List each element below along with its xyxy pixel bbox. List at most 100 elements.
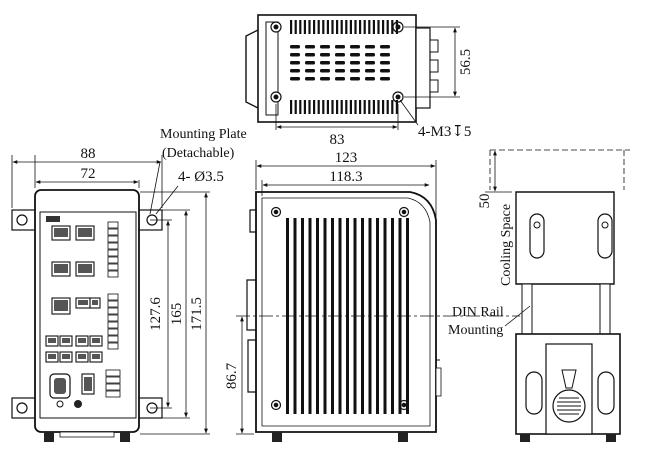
vent-slot	[303, 20, 306, 34]
vent-slot	[380, 69, 390, 73]
vent-slot	[290, 53, 300, 57]
rear-slot	[529, 213, 545, 259]
label-detachable: (Detachable)	[162, 146, 235, 161]
vent-slot	[299, 20, 302, 34]
vent-slot	[303, 100, 306, 114]
vent-slot	[336, 20, 339, 34]
vent-slot	[345, 100, 348, 114]
top-view-vents	[290, 20, 398, 114]
usb-port-inner	[62, 354, 70, 359]
rear-hole	[601, 221, 609, 229]
vent-slot	[382, 20, 385, 34]
terminal-pin	[107, 242, 119, 250]
dim-clearance: 50	[477, 194, 493, 209]
vent-slot	[359, 100, 362, 114]
usb-port-inner	[48, 338, 56, 343]
side-connector	[435, 367, 442, 397]
terminal-pin	[107, 335, 119, 343]
terminal-pin	[107, 342, 119, 350]
usb-port-inner	[48, 354, 56, 359]
vent-slot	[294, 100, 297, 114]
vent-slot	[372, 20, 375, 34]
vent-slot	[308, 100, 311, 114]
usb-port-inner	[92, 300, 98, 305]
rear-feet	[520, 434, 616, 442]
vent-slot	[290, 69, 300, 73]
connector-pin	[429, 39, 439, 53]
vent-slot	[349, 100, 352, 114]
dim-side-outer: 123	[335, 150, 358, 166]
terminal-pin	[107, 256, 119, 264]
vent-slot	[331, 100, 334, 114]
cooling-fin	[301, 218, 304, 414]
vent-slot	[340, 20, 343, 34]
vent-slot	[305, 45, 315, 49]
side-din-clip	[246, 209, 256, 393]
vent-slot	[365, 69, 375, 73]
vent-slot	[322, 20, 325, 34]
vent-slot	[317, 100, 320, 114]
vent-slot	[365, 77, 375, 81]
vent-slot	[391, 100, 394, 114]
terminal-pin	[107, 321, 119, 329]
vent-slot	[365, 61, 375, 65]
vent-slot	[372, 100, 375, 114]
usb-port-inner	[92, 338, 100, 343]
leader-mounting-plate	[149, 161, 161, 215]
can-port-inner	[78, 264, 92, 273]
vent-slot	[350, 77, 360, 81]
top-view: 83 56.5 4-M3↧5	[245, 14, 474, 148]
usb-port-inner	[62, 338, 70, 343]
com-port-inner	[54, 378, 66, 394]
usb-port-inner	[78, 300, 88, 305]
vent-slot	[294, 20, 297, 34]
vent-slot	[305, 77, 315, 81]
dim-top-width: 83	[330, 132, 345, 148]
leader-din	[504, 305, 531, 327]
terminal-pin	[107, 307, 119, 315]
can-port-inner	[54, 264, 68, 273]
terminal-pin	[107, 300, 119, 308]
vent-slot	[380, 61, 390, 65]
dc-terminal-pin	[105, 369, 121, 377]
vent-slot	[313, 20, 316, 34]
vent-slot	[335, 45, 345, 49]
led	[56, 400, 64, 408]
vent-slot	[391, 20, 394, 34]
vent-slot	[380, 77, 390, 81]
dc-terminal-pin	[105, 376, 121, 384]
vent-slot	[354, 100, 357, 114]
vent-slot	[380, 53, 390, 57]
lan-port-inner	[54, 300, 68, 311]
side-inner-outline	[261, 197, 431, 427]
rear-bracket	[521, 283, 533, 335]
terminal-pin	[107, 263, 119, 271]
connector-pin	[429, 59, 439, 73]
vent-slot	[305, 53, 315, 57]
vent-slot	[331, 20, 334, 34]
terminal-pin	[107, 221, 119, 229]
rear-clip-ribs	[557, 397, 581, 415]
rear-hole	[533, 221, 541, 229]
vent-slot	[354, 20, 357, 34]
label-din-rail: DIN Rail	[452, 305, 504, 320]
dim-rail-height: 86.7	[224, 362, 240, 389]
vent-slot	[350, 53, 360, 57]
can-port-inner	[78, 228, 92, 237]
label-cooling-space: Cooling Space	[499, 204, 514, 286]
vent-slot	[359, 20, 362, 34]
vent-slot	[386, 20, 389, 34]
vent-slot	[368, 20, 371, 34]
vent-slot	[308, 20, 311, 34]
vent-slot	[335, 53, 345, 57]
vent-slot	[377, 100, 380, 114]
vent-slot	[395, 100, 398, 114]
rear-slot	[597, 213, 613, 259]
rear-bracket	[599, 283, 611, 335]
terminal-pin	[107, 328, 119, 336]
plate-holes	[16, 214, 158, 414]
dim-height-inner: 127.6	[148, 297, 164, 331]
vent-slot	[313, 100, 316, 114]
